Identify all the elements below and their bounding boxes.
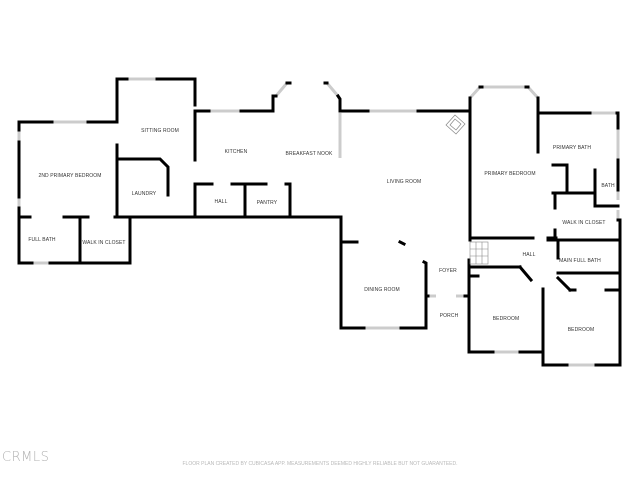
room-label-porch: PORCH: [439, 313, 459, 319]
fireplace-icon: [445, 114, 466, 135]
room-label-hall: HALL: [214, 199, 228, 205]
walls: [17, 77, 622, 367]
room-label-full-bath: FULL BATH: [28, 237, 56, 243]
room-label-primary-bath: PRIMARY BATH: [552, 145, 592, 151]
room-label-bedroom-2: BEDROOM: [567, 327, 595, 333]
room-label-dining-room: DINING ROOM: [364, 287, 400, 293]
room-label-kitchen: KITCHEN: [224, 149, 248, 155]
floor-plan-disclaimer: FLOOR PLAN CREATED BY CUBICASA APP. MEAS…: [182, 461, 458, 467]
room-label-bath: BATH: [601, 183, 615, 189]
room-label-sitting-room: SITTING ROOM: [141, 128, 179, 134]
room-label-walk-in-closet: WALK IN CLOSET: [82, 240, 126, 246]
room-label-2nd-primary-bedroom: 2ND PRIMARY BEDROOM: [38, 173, 102, 179]
room-label-foyer: FOYER: [439, 268, 457, 274]
room-label-living-room: LIVING ROOM: [386, 179, 422, 185]
room-label-breakfast-nook: BREAKFAST NOOK: [285, 151, 333, 157]
room-label-laundry: LAUNDRY: [131, 191, 157, 197]
room-label-bedroom-1: BEDROOM: [492, 316, 520, 322]
room-label-primary-bedroom: PRIMARY BEDROOM: [484, 171, 536, 177]
stairs: [469, 241, 489, 265]
room-label-walk-in-closet-2: WALK IN CLOSET: [562, 220, 606, 226]
room-label-hall-2: HALL: [522, 252, 536, 258]
crmls-logo: CRMLS: [2, 450, 50, 465]
room-label-pantry: PANTRY: [256, 200, 278, 206]
room-label-main-full-bath: MAIN FULL BATH: [559, 258, 601, 264]
